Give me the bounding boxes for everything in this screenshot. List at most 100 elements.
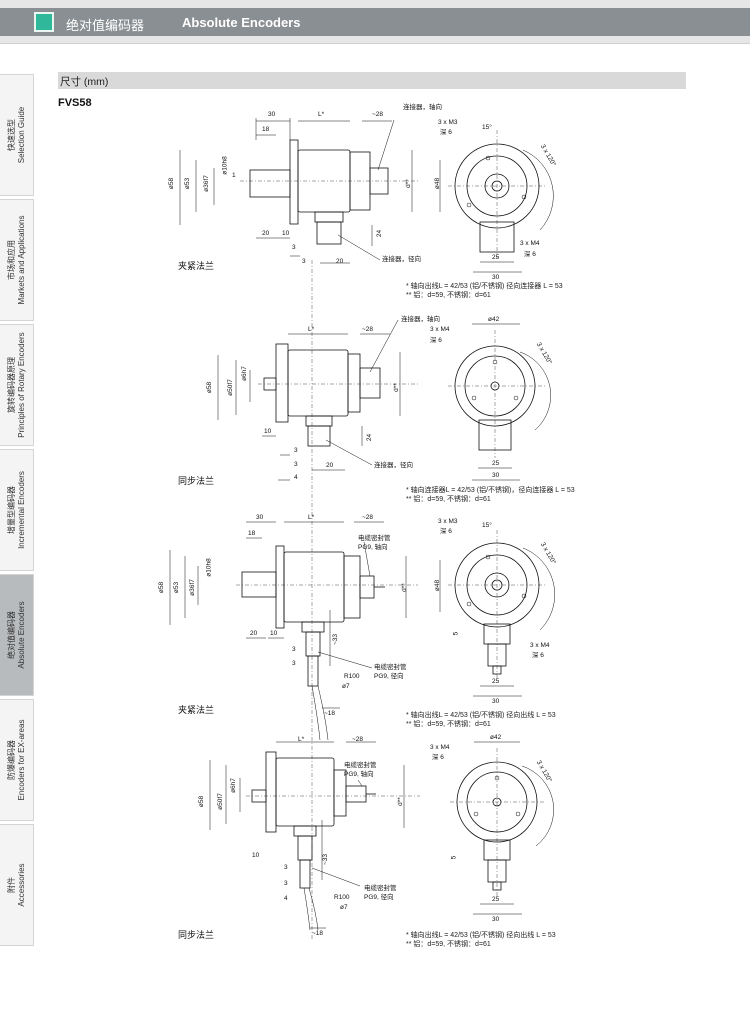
sidebar-item-label-cn: 增量型编码器 [6,486,16,534]
sidebar-item-label-cn: 绝对值编码器 [6,611,16,659]
dim-label: 3 [294,461,298,468]
dim-label: ø42 [488,316,500,323]
dim-label: 10 [270,630,278,637]
angle-label: 15° [482,124,492,131]
dim-label: 25 [492,896,500,903]
dim-label: L* [308,514,315,521]
holes-label: 3 x M4 [430,744,450,751]
gland-radial-label-2: PG9, 径向 [364,894,394,901]
flange-type-label: 夹紧法兰 [178,262,215,272]
holes-depth-label: 深 6 [440,129,452,136]
holes-label: 3 x M4 [520,240,540,247]
gland-radial-label-2: PG9, 径向 [374,673,404,680]
sidebar-item-label-en: Principles of Rotary Encoders [16,332,26,438]
dim-label: ø7 [342,683,350,690]
dim-label: ø7 [340,904,348,911]
pitch-label: 3 x 120° [538,143,557,168]
dim-label: 25 [492,254,500,261]
dim-label: ø36f7 [188,579,196,596]
dim-label: ø58 [206,381,214,394]
dim-label: 30 [492,916,500,923]
footnote: * 轴向出线L = 42/53 (铝/不锈钢) 径向出线 L = 53 [406,712,556,719]
sidebar-item-label-en: Absolute Encoders [16,601,26,669]
sidebar-item-label-en: Markets and Applications [16,215,26,305]
sidebar-item-label-cn: 市场和应用 [6,240,16,280]
dim-label: 18 [248,530,256,537]
sidebar-item-label-en: Accessories [16,863,26,907]
dim-label: ø10h8 [221,156,229,175]
dim-label: 3 [292,646,296,653]
dim-label: ø58 [198,795,206,808]
holes-label: 3 x M4 [430,326,450,333]
dim-label: 25 [492,678,500,685]
footnote: ** 铝：d=59, 不锈钢：d=61 [406,496,491,503]
sidebar-item-label-en: Encoders for EX-areas [16,719,26,801]
dim-label: d** [392,383,400,392]
connector-radial-label: 连接器，径向 [374,462,413,469]
dim-label: 25 [492,460,500,467]
dim-label: 3 [294,447,298,454]
dim-label: 3 [284,864,288,871]
section-heading-bar: 尺寸 (mm) [58,72,686,89]
dim-label: 20 [250,630,258,637]
dim-label: 4 [284,895,288,902]
sidebar-item-label-cn: 附件 [6,877,16,893]
connector-axial-label: 连接器，轴向 [403,104,442,111]
dim-label: ø48 [434,579,442,592]
dim-label: L* [318,111,325,118]
dim-label: 30 [268,111,276,118]
dim-label: 30 [492,472,500,479]
dim-label: ø6h7 [240,366,248,381]
pitch-label: 3 x 120° [538,541,557,566]
dim-label: d** [404,179,412,188]
dim-label: ø50f7 [216,793,224,810]
model-name: FVS58 [58,97,92,109]
dim-label: 10 [264,428,272,435]
dim-label: R100 [334,894,350,901]
holes-label: 3 x M3 [438,119,458,126]
dim-label: 3 [292,660,296,667]
dim-label: ~28 [352,736,364,743]
connector-radial-label: 连接器，径向 [382,256,421,263]
dim-label: 10 [252,852,260,859]
footnote: ** 铝：d=59, 不锈钢：d=61 [406,292,491,299]
gland-radial-label: 电缆密封管 [364,885,397,892]
dim-label: 30 [492,698,500,705]
dim-label: ø53 [173,581,181,594]
dim-label: ø10h8 [205,558,213,577]
dim-label: ~18 [312,930,324,937]
dim-label: d** [396,797,404,806]
gland-axial-label-2: PG9, 轴向 [344,771,374,778]
dim-label: ø50f7 [226,379,234,396]
sidebar-item-label-en: Incremental Encoders [16,471,26,549]
sidebar-item-label-cn: 防爆编码器 [6,740,16,780]
gland-axial-label: 电缆密封管 [358,535,391,542]
holes-depth-label: 深 6 [430,337,442,344]
flange-type-label: 同步法兰 [178,477,215,487]
footnote: ** 铝：d=59, 不锈钢：d=61 [406,721,491,728]
footnote: * 轴向出线L = 42/53 (铝/不锈钢) 径向出线 L = 53 [406,932,556,939]
gland-axial-label-2: PG9, 轴向 [358,544,388,551]
dim-label: 5 [450,855,458,860]
gland-radial-label: 电缆密封管 [374,664,407,671]
pitch-label: 3 x 120° [534,341,553,366]
dim-label: ~28 [372,111,384,118]
dim-label: 3 [284,880,288,887]
footnote: * 轴向连接器L = 42/53 (铝/不锈钢)，径向连接器 L = 53 [406,487,575,494]
holes-depth-label: 深 6 [440,528,452,535]
holes-depth-label: 深 6 [432,754,444,761]
dim-label: ø53 [184,177,192,190]
drawing-2-front-view [448,323,551,481]
dim-label: ~28 [362,326,374,333]
holes-label: 3 x M3 [438,518,458,525]
dim-label: 1 [232,172,236,179]
dim-label: ~33 [322,853,330,866]
